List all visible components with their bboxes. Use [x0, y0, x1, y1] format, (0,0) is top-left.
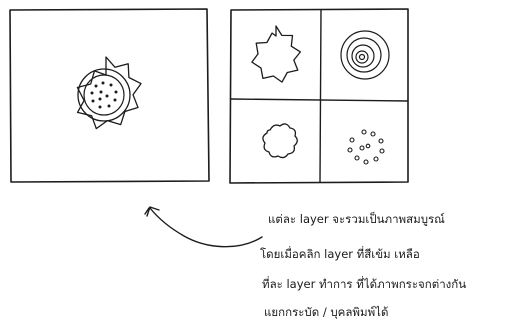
annotation-line-4: แยกกระบัด / บุคลพิมพ์ได้ [264, 305, 388, 319]
grid-divider-horizontal [231, 99, 408, 101]
spiky-outline [77, 57, 141, 129]
layer-dots [348, 130, 384, 164]
combined-image-panel [10, 9, 209, 182]
curved-arrow [145, 207, 262, 247]
annotation-line-2: โดยเมื่อคลิก layer ที่สีเข้ม เหลือ [260, 246, 420, 261]
outer-ring [78, 69, 130, 121]
annotation: แต่ละ layer จะรวมเป็นภาพสมบูรณ์ โดยเมื่อ… [260, 211, 466, 319]
center-dots [91, 82, 118, 109]
annotation-line-1: แต่ละ layer จะรวมเป็นภาพสมบูรณ์ [268, 211, 445, 226]
inner-ring [84, 75, 124, 115]
grid-divider-vertical [320, 10, 321, 182]
combined-frame [10, 9, 209, 182]
layer-concentric-circles [341, 31, 389, 79]
grid-frame [230, 9, 408, 183]
layer-spiky-outline [252, 26, 301, 82]
annotation-line-3: ที่ละ layer ทำการ ที่ได้ภาพกระจกต่างกัน [262, 276, 466, 291]
layer-cloud-blob [263, 124, 297, 158]
layer-grid-panel [230, 9, 408, 183]
